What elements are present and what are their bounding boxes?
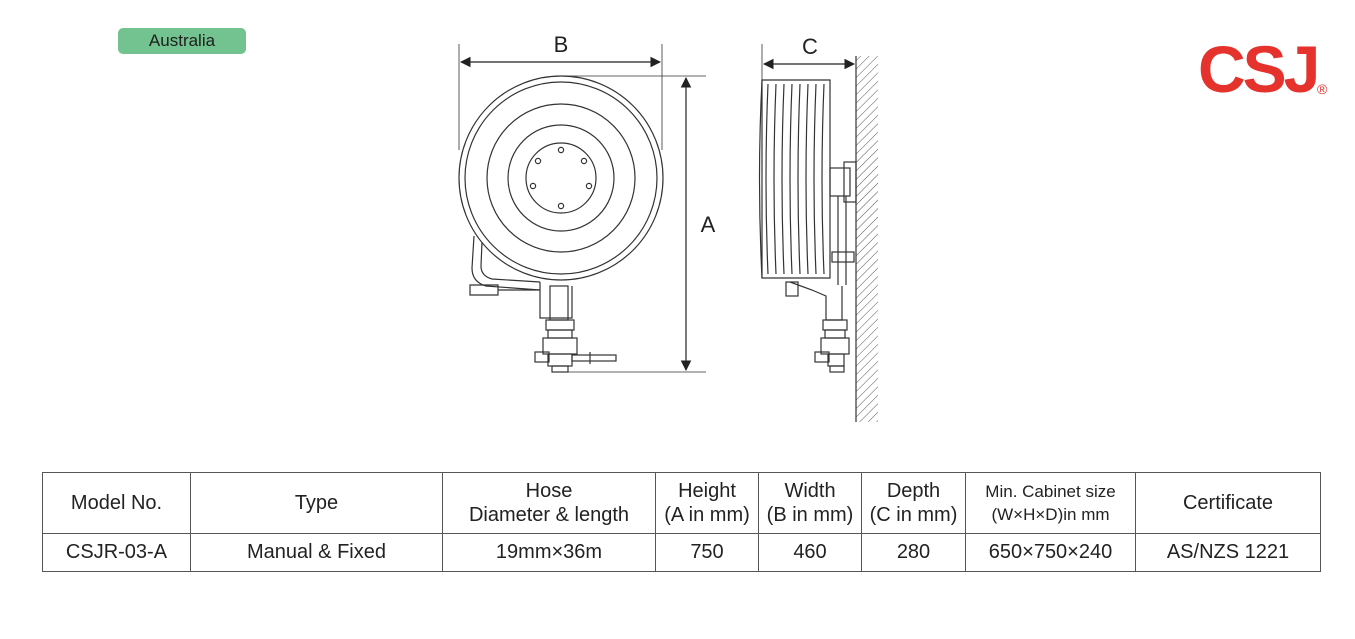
registered-mark: ®	[1317, 81, 1328, 97]
header-type: Type	[190, 472, 443, 534]
header-depth: Depth (C in mm)	[861, 472, 966, 534]
dimension-label-b: B	[554, 32, 569, 57]
cell-certificate: AS/NZS 1221	[1135, 533, 1321, 572]
wall-hatch	[856, 56, 878, 422]
spec-table: Model No. Type Hose Diameter & length He…	[42, 472, 1321, 572]
reel-hub	[525, 142, 597, 214]
cell-model-no: CSJR-03-A	[42, 533, 191, 572]
logo-text: CSJ	[1198, 32, 1317, 106]
cell-width: 460	[758, 533, 862, 572]
cell-type: Manual & Fixed	[190, 533, 443, 572]
hose-reel-diagram: B A C	[458, 32, 878, 422]
cell-height: 750	[655, 533, 759, 572]
header-hose: Hose Diameter & length	[442, 472, 656, 534]
header-height: Height (A in mm)	[655, 472, 759, 534]
header-model-no: Model No.	[42, 472, 191, 534]
front-view	[458, 44, 706, 373]
dimension-label-a: A	[701, 212, 716, 237]
table-header-row: Model No. Type Hose Diameter & length He…	[42, 472, 1321, 534]
cell-hose: 19mm×36m	[442, 533, 656, 572]
dimension-label-c: C	[802, 34, 818, 59]
reel-outer-ring	[458, 75, 664, 281]
cell-cabinet-size: 650×750×240	[965, 533, 1136, 572]
header-width: Width (B in mm)	[758, 472, 862, 534]
side-view	[758, 44, 878, 422]
cell-depth: 280	[861, 533, 966, 572]
header-cabinet-size: Min. Cabinet size (W×H×D)in mm	[965, 472, 1136, 534]
region-badge: Australia	[118, 28, 246, 54]
table-row: CSJR-03-A Manual & Fixed 19mm×36m 750 46…	[42, 533, 1321, 572]
csj-logo: CSJ ®	[1198, 32, 1328, 106]
header-certificate: Certificate	[1135, 472, 1321, 534]
